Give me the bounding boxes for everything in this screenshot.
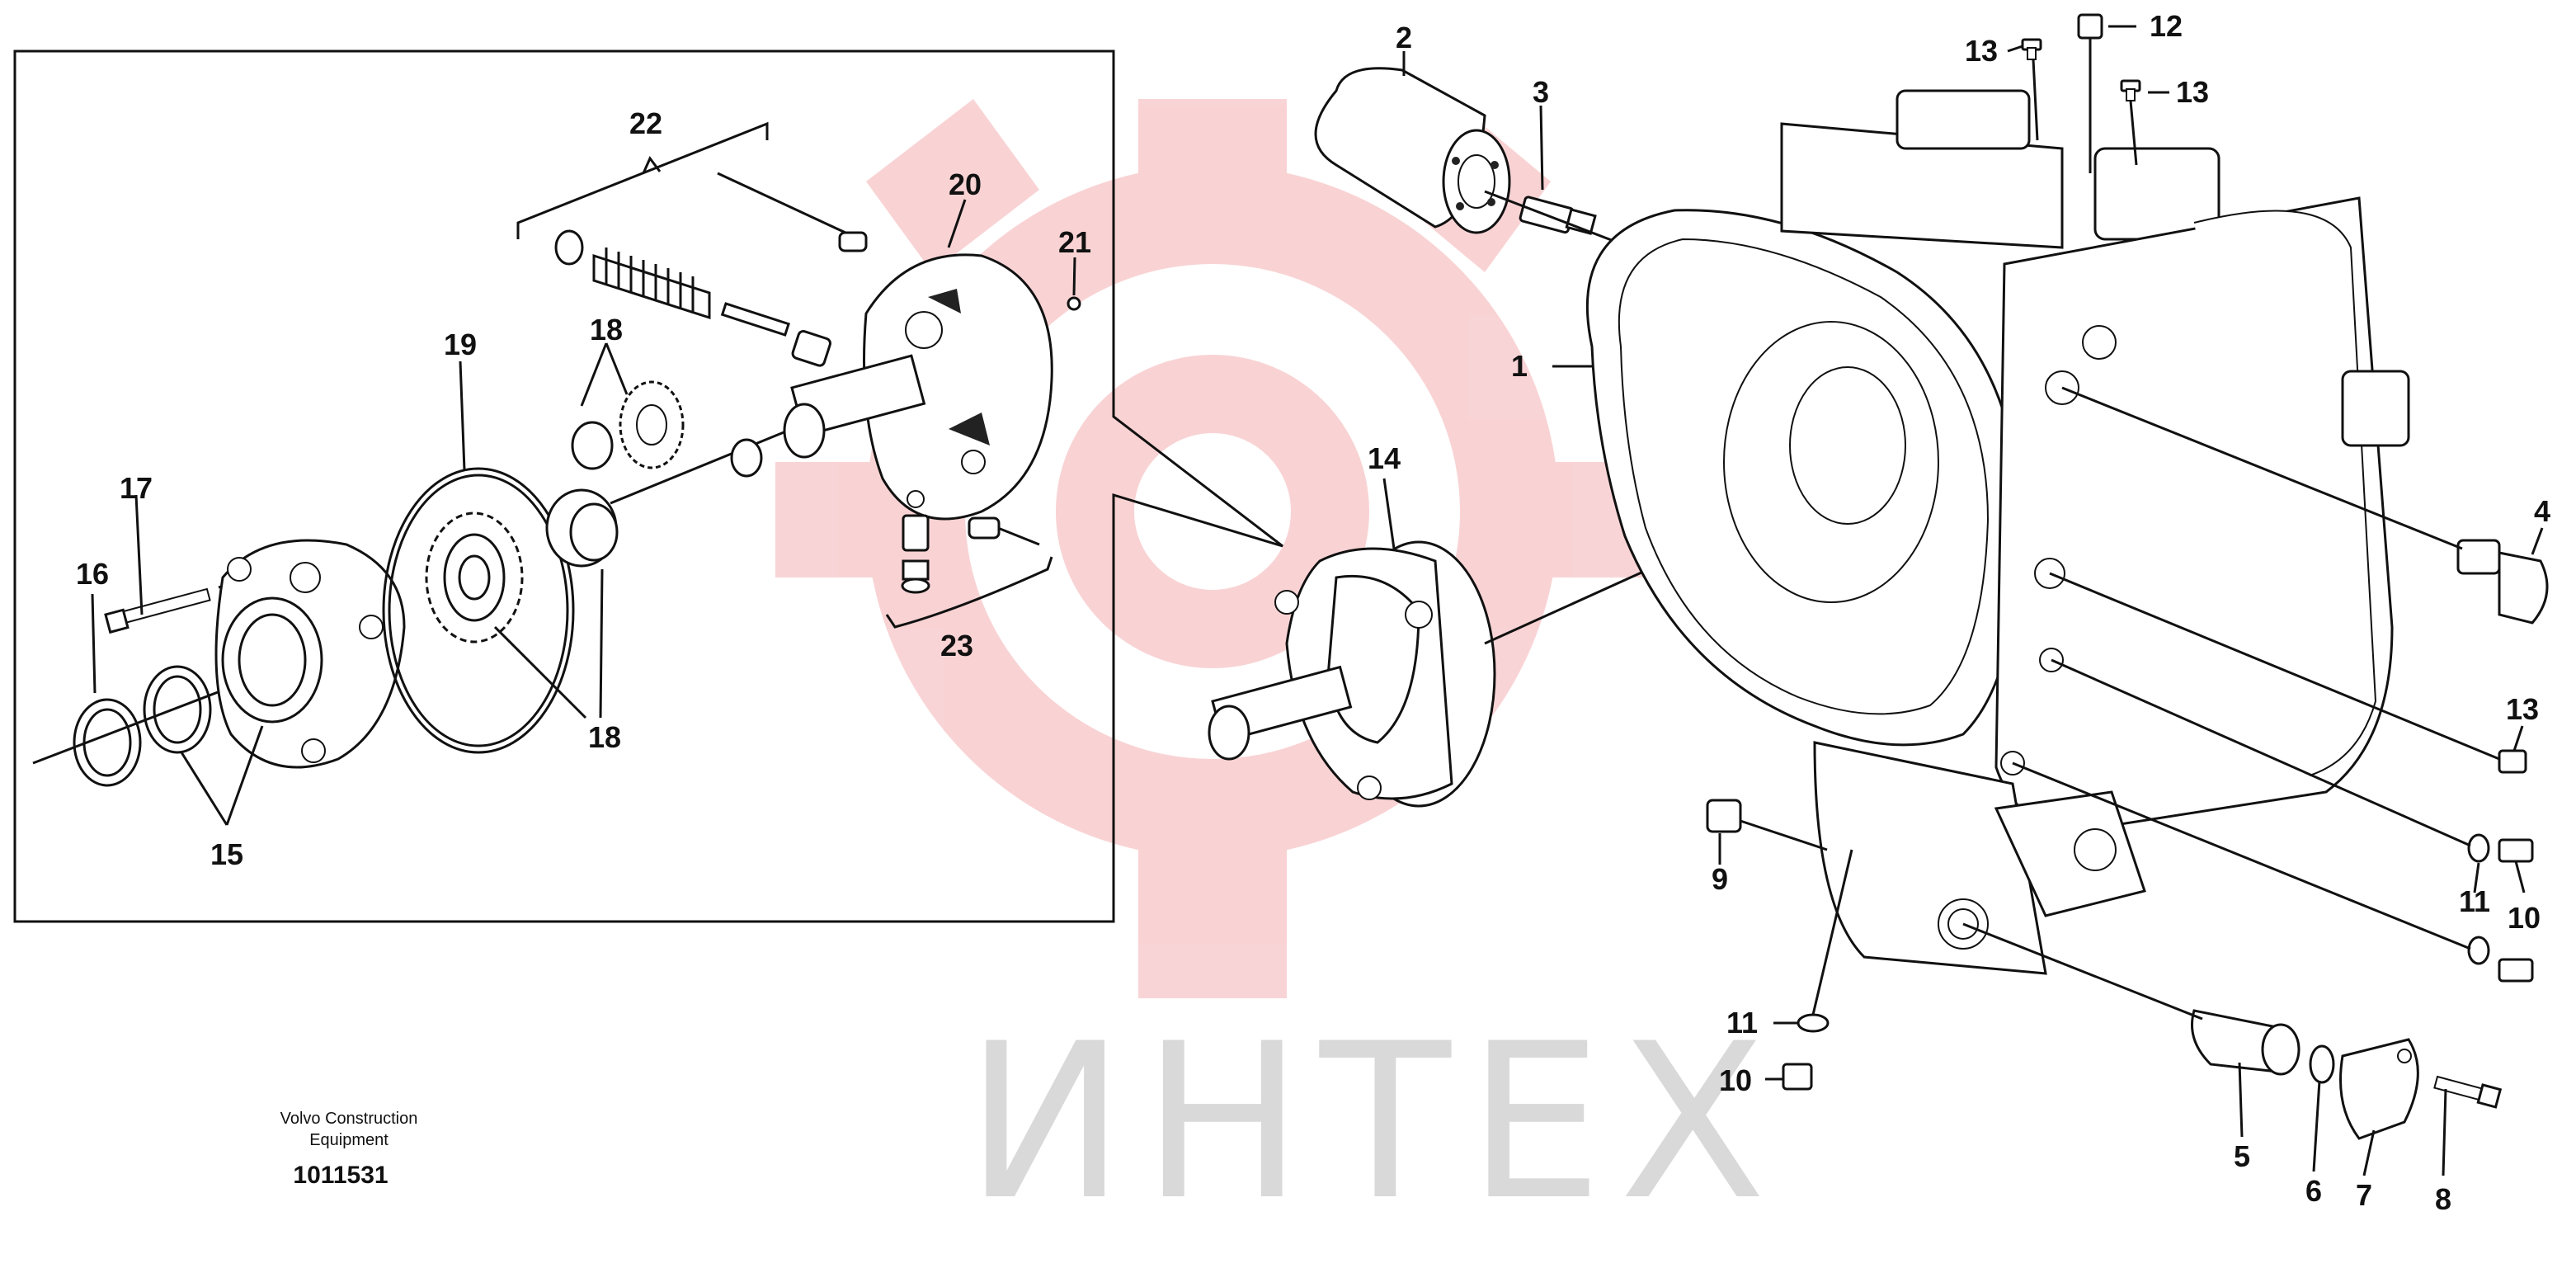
part-13-screw-right <box>2049 572 2527 774</box>
part-4-plug <box>2061 386 2549 625</box>
brace-22 <box>516 121 769 239</box>
part-11-washer-bottom-left <box>1797 849 1853 1033</box>
manufacturer-line-2: Equipment <box>309 1131 389 1149</box>
callout-21: 21 <box>1058 225 1091 259</box>
part-12-breather <box>2077 13 2103 173</box>
manufacturer-line-1: Volvo Construction <box>280 1110 418 1128</box>
part-5-sleeve <box>1962 922 2301 1076</box>
callout-5: 5 <box>2234 1139 2250 1173</box>
part-8-bolt <box>2433 1075 2503 1109</box>
watermark-text: ИНТЕХ <box>965 998 1782 1247</box>
pump-cover-housing <box>214 539 406 769</box>
part-6-o-ring <box>2309 1044 2335 1084</box>
drawing-number: 1011531 <box>293 1162 388 1189</box>
callout-18-bottom: 18 <box>588 720 621 754</box>
part-18-small-gear <box>571 380 685 470</box>
part-19-o-ring <box>382 467 575 754</box>
callout-16: 16 <box>76 557 109 591</box>
part-13-screw-top-right <box>2120 79 2141 166</box>
part-11-washer-upper <box>2467 833 2490 863</box>
part-19-o-ring-inner <box>388 474 569 747</box>
part-10-bolt-upper <box>2051 658 2534 863</box>
part-14-pump-assembly <box>1208 444 1923 808</box>
callout-9: 9 <box>1712 862 1728 896</box>
part-1-transmission-housing <box>1585 89 2410 975</box>
part-13-screw-top-left <box>2021 38 2042 141</box>
callout-13-top-left: 13 <box>1965 34 1998 68</box>
callout-11-right: 11 <box>2459 884 2490 918</box>
callout-1: 1 <box>1511 349 1528 383</box>
callout-13-top-right: 13 <box>2176 75 2209 109</box>
callout-6: 6 <box>2305 1174 2322 1208</box>
callout-13-right: 13 <box>2506 692 2539 726</box>
callout-11-bottom-left: 11 <box>1726 1006 1758 1040</box>
part-10-bolt-bottom-left <box>1782 1063 1813 1091</box>
callout-10-bottom-left: 10 <box>1719 1063 1752 1097</box>
callout-10-right: 10 <box>2508 901 2541 935</box>
part-10-bolt-lower <box>2012 761 2534 983</box>
callout-22: 22 <box>629 106 662 140</box>
callout-18-top: 18 <box>590 313 623 346</box>
part-18-gear <box>425 512 524 644</box>
callout-3: 3 <box>1533 75 1549 109</box>
part-20-pump-body <box>783 253 1053 521</box>
callout-8: 8 <box>2435 1182 2451 1216</box>
part-23-valve-parts <box>901 490 1040 594</box>
callout-19: 19 <box>444 328 477 361</box>
callout-4: 4 <box>2534 494 2550 528</box>
callout-23: 23 <box>940 629 973 662</box>
part-22-relief-valve-spring <box>554 172 868 367</box>
callout-14: 14 <box>1368 441 1401 475</box>
callout-15: 15 <box>210 837 243 871</box>
part-15-seal-and-bushing <box>32 625 389 787</box>
part-2-filter <box>1314 67 1511 234</box>
callout-7: 7 <box>2356 1178 2372 1212</box>
brace-22-tip <box>642 156 662 174</box>
snap-ring <box>730 438 763 478</box>
callout-17: 17 <box>120 471 153 505</box>
inset-center-line <box>610 427 793 505</box>
detail-inset-frame <box>13 50 1283 923</box>
leader-lines <box>91 25 2544 1176</box>
part-9-plug <box>1706 799 1828 851</box>
part-7-cover <box>2339 1038 2419 1140</box>
callout-12: 12 <box>2150 9 2183 43</box>
callout-2: 2 <box>1396 21 1412 54</box>
part-21-screw <box>1067 296 1081 311</box>
part-11-washer-lower <box>2467 936 2490 965</box>
part-18-bearing-ring <box>545 488 619 568</box>
brace-23 <box>885 556 1053 629</box>
callout-20: 20 <box>949 167 982 201</box>
